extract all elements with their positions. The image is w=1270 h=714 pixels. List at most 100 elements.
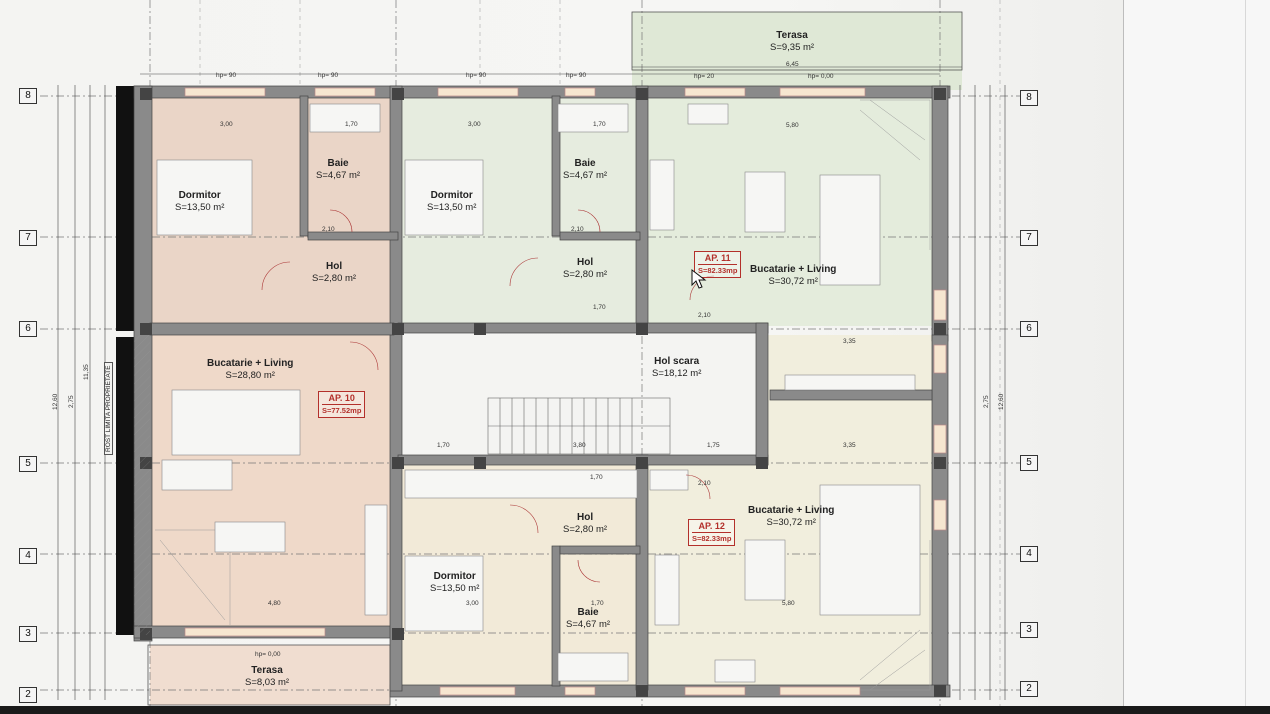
dim-label: hp= 20 bbox=[694, 73, 715, 80]
dim-label-vertical: 11,35 bbox=[83, 364, 90, 380]
property-boundary-top bbox=[116, 86, 134, 331]
dim-label: 1,70 bbox=[593, 304, 606, 311]
room-area: S=2,80 m² bbox=[563, 269, 608, 280]
room-area: S=28,80 m² bbox=[225, 370, 275, 381]
dim-label: 3,00 bbox=[468, 121, 481, 128]
room-bucatarie-living-ap12: Bucatarie + Living S=30,72 m² bbox=[748, 505, 834, 529]
room-terasa-top: Terasa S=9,35 m² bbox=[770, 30, 814, 54]
dim-label: 6,45 bbox=[786, 61, 799, 68]
room-area: S=4,67 m² bbox=[566, 619, 611, 630]
dim-label: 3,80 bbox=[573, 442, 586, 449]
room-name: Dormitor bbox=[178, 190, 221, 201]
room-name: Baie bbox=[574, 158, 596, 169]
dim-label: 3,00 bbox=[466, 600, 479, 607]
room-name: Baie bbox=[577, 607, 599, 618]
room-area: S=9,35 m² bbox=[770, 42, 815, 53]
room-name: Bucatarie + Living bbox=[207, 358, 294, 369]
axis-marker-7-left: 7 bbox=[19, 230, 37, 246]
room-area: S=2,80 m² bbox=[563, 524, 608, 535]
axis-marker-5-right: 5 bbox=[1020, 455, 1038, 471]
room-baie-ap12: Baie S=4,67 m² bbox=[566, 607, 610, 631]
axis-marker-6-left: 6 bbox=[19, 321, 37, 337]
dim-label-vertical: 2,75 bbox=[983, 395, 990, 408]
dim-label-vertical: 12,60 bbox=[52, 393, 59, 410]
dim-label: 3,35 bbox=[843, 442, 856, 449]
property-boundary-bottom bbox=[116, 337, 134, 635]
dim-label-vertical: 12,60 bbox=[998, 393, 1005, 410]
room-name: Bucatarie + Living bbox=[748, 505, 835, 516]
axis-marker-2-left: 2 bbox=[19, 687, 37, 703]
room-hol-ap10: Hol S=2,80 m² bbox=[312, 261, 356, 285]
room-area: S=4,67 m² bbox=[563, 170, 608, 181]
dim-label: 2,10 bbox=[698, 480, 711, 487]
apartment-label: AP. 12 bbox=[698, 521, 725, 531]
room-bucatarie-living-ap10: Bucatarie + Living S=28,80 m² bbox=[207, 358, 293, 382]
axis-marker-3-right: 3 bbox=[1020, 622, 1038, 638]
room-hol-scara: Hol scara S=18,12 m² bbox=[652, 356, 701, 380]
dim-label: 1,70 bbox=[591, 600, 604, 607]
room-dormitor-ap12: Dormitor S=13,50 m² bbox=[430, 571, 479, 595]
dim-label: 1,75 bbox=[707, 442, 720, 449]
dim-label: 2,10 bbox=[322, 226, 335, 233]
room-name: Terasa bbox=[776, 30, 808, 41]
axis-marker-5-left: 5 bbox=[19, 456, 37, 472]
apartment-label: AP. 11 bbox=[704, 253, 731, 263]
room-hol-ap11: Hol S=2,80 m² bbox=[563, 257, 607, 281]
apartment-area: S=77.52mp bbox=[322, 404, 362, 415]
axis-marker-8-left: 8 bbox=[19, 88, 37, 104]
room-name: Terasa bbox=[251, 665, 283, 676]
furniture bbox=[156, 103, 921, 683]
apartment-tag-ap11: AP. 11 S=82.33mp bbox=[694, 251, 742, 278]
room-area: S=4,67 m² bbox=[316, 170, 361, 181]
axis-marker-8-right: 8 bbox=[1020, 90, 1038, 106]
apartment-tag-ap10: AP. 10 S=77.52mp bbox=[318, 391, 366, 418]
staircase bbox=[487, 397, 671, 455]
screen-bezel-bottom bbox=[0, 706, 1270, 714]
dim-label: hp= 0,00 bbox=[808, 73, 834, 80]
dim-label: 4,80 bbox=[268, 600, 281, 607]
axis-marker-4-left: 4 bbox=[19, 548, 37, 564]
apartment-label: AP. 10 bbox=[328, 393, 355, 403]
room-baie-ap10: Baie S=4,67 m² bbox=[316, 158, 360, 182]
room-area: S=13,50 m² bbox=[427, 202, 477, 213]
dim-label: hp= 0,00 bbox=[255, 651, 281, 658]
room-bucatarie-living-ap11: Bucatarie + Living S=30,72 m² bbox=[750, 264, 836, 288]
property-limit-label: ROST LIMITA PROPRIETATE bbox=[104, 362, 113, 455]
room-baie-ap11: Baie S=4,67 m² bbox=[563, 158, 607, 182]
dim-label: hp= 90 bbox=[318, 72, 339, 79]
right-margin-line bbox=[1245, 0, 1246, 714]
room-name: Dormitor bbox=[433, 571, 476, 582]
room-area: S=30,72 m² bbox=[766, 517, 816, 528]
dim-label: hp= 90 bbox=[216, 72, 237, 79]
room-name: Hol bbox=[576, 512, 594, 523]
apartment-area: S=82.33mp bbox=[698, 264, 738, 275]
columns bbox=[140, 88, 946, 697]
room-hol-ap12: Hol S=2,80 m² bbox=[563, 512, 607, 536]
room-area: S=13,50 m² bbox=[175, 202, 225, 213]
room-name: Hol bbox=[325, 261, 343, 272]
room-area: S=2,80 m² bbox=[312, 273, 357, 284]
dim-label: 5,80 bbox=[786, 122, 799, 129]
dim-label: 1,70 bbox=[437, 442, 450, 449]
dim-label: 1,70 bbox=[593, 121, 606, 128]
dim-label: 2,10 bbox=[571, 226, 584, 233]
dim-label: 3,00 bbox=[220, 121, 233, 128]
room-fills bbox=[150, 12, 962, 705]
room-area: S=18,12 m² bbox=[652, 368, 702, 379]
room-name: Hol scara bbox=[654, 356, 700, 367]
dim-label: 3,35 bbox=[843, 338, 856, 345]
room-area: S=13,50 m² bbox=[430, 583, 480, 594]
axis-marker-3-left: 3 bbox=[19, 626, 37, 642]
room-area: S=8,03 m² bbox=[245, 677, 290, 688]
axis-marker-4-right: 4 bbox=[1020, 546, 1038, 562]
axis-marker-2-right: 2 bbox=[1020, 681, 1038, 697]
room-area: S=30,72 m² bbox=[768, 276, 818, 287]
room-name: Bucatarie + Living bbox=[750, 264, 837, 275]
room-dormitor-ap10: Dormitor S=13,50 m² bbox=[175, 190, 224, 214]
dim-label: 2,10 bbox=[698, 312, 711, 319]
mouse-cursor-icon bbox=[691, 268, 707, 289]
room-name: Dormitor bbox=[430, 190, 473, 201]
dim-label-vertical: 2,75 bbox=[68, 395, 75, 408]
dim-label: hp= 90 bbox=[466, 72, 487, 79]
